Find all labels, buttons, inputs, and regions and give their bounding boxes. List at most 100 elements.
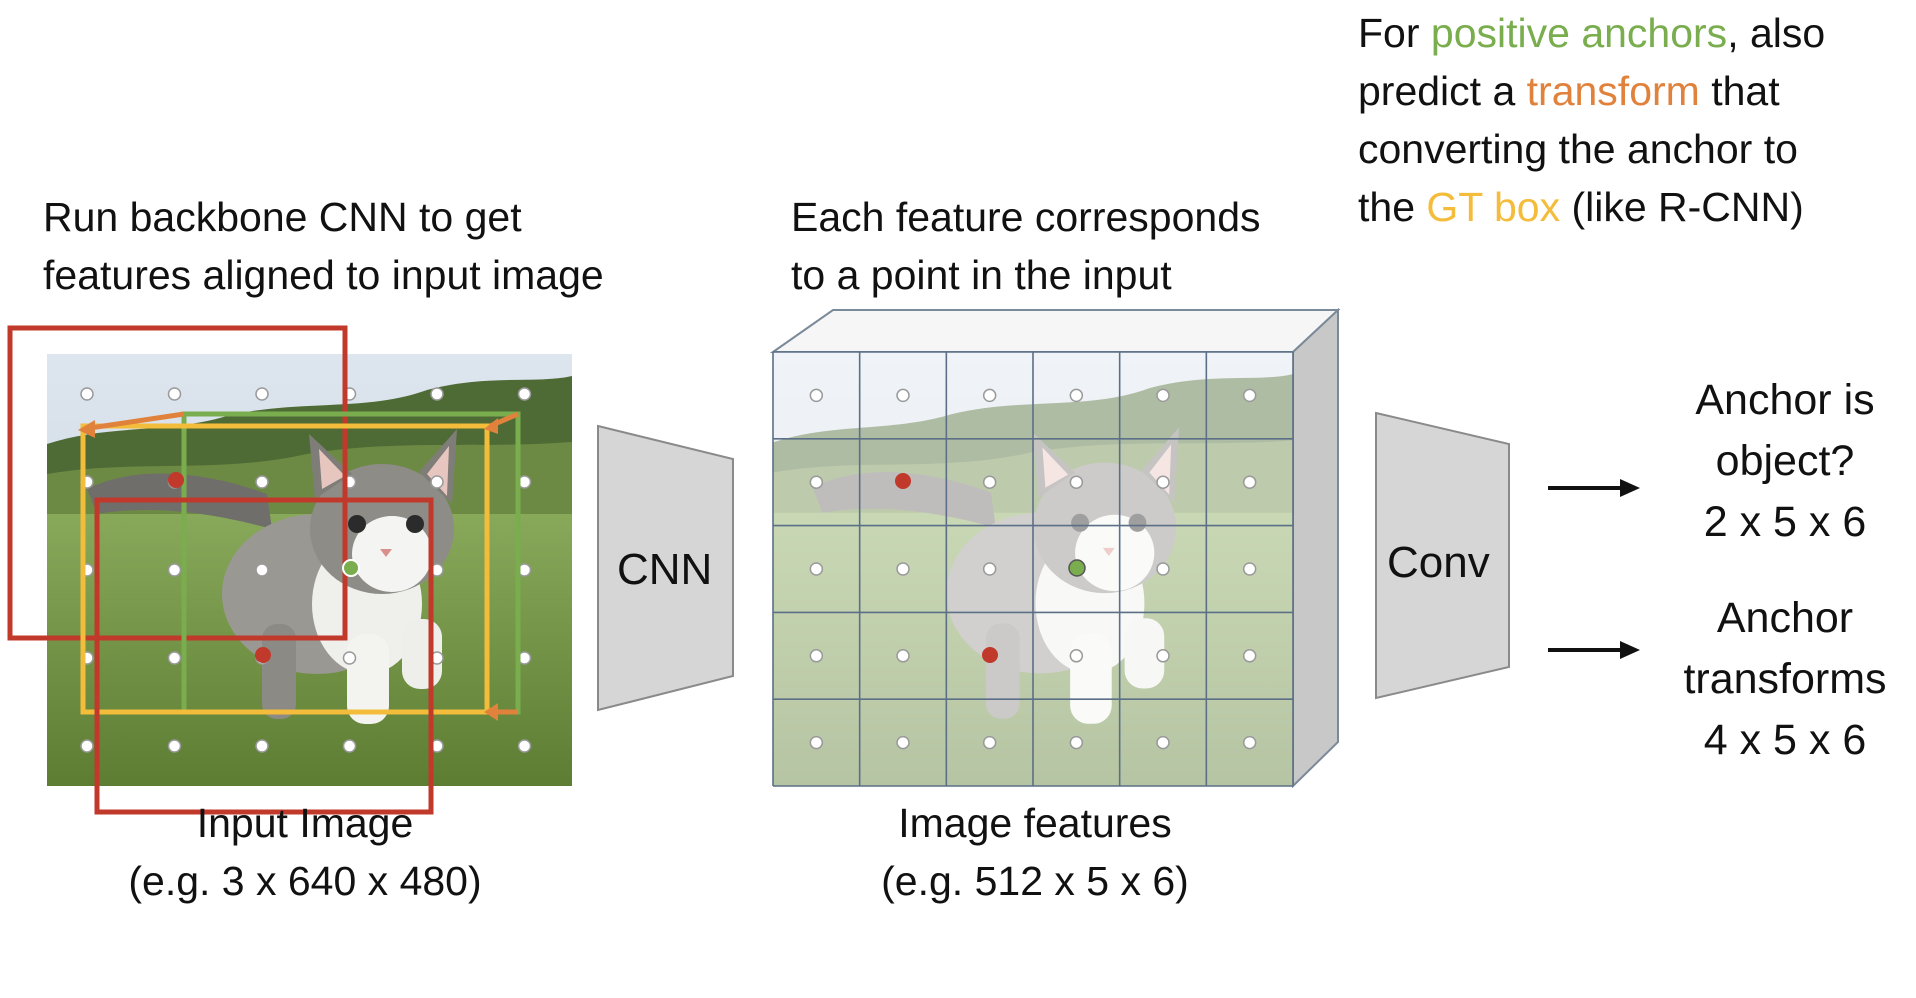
- objectness-line1: Anchor is: [1695, 376, 1875, 424]
- feature-anchor-point: [809, 475, 824, 489]
- positive-anchor-caption: For positive anchors, also predict a tra…: [1358, 4, 1825, 236]
- caption-text: , also: [1727, 10, 1826, 56]
- positive-caption-line2: predict a transform that: [1358, 62, 1825, 120]
- caption-text: (like R-CNN): [1560, 184, 1804, 230]
- anchor-box-red-bottom: [94, 497, 434, 815]
- feature-caption-line1: Each feature corresponds: [791, 194, 1261, 240]
- feature-anchor-point: [896, 735, 910, 750]
- transforms-output: Anchor transforms 4 x 5 x 6: [1640, 588, 1916, 771]
- feature-anchor-point: [809, 388, 824, 403]
- feature-map: [769, 307, 1341, 789]
- transform-arrow: [89, 411, 185, 431]
- input-anchor-point: [80, 739, 94, 753]
- gt-box-yellow: [80, 423, 490, 715]
- objectness-dims: 2 x 5 x 6: [1703, 498, 1867, 546]
- feature-anchor-point: [1242, 735, 1257, 750]
- gt-box-highlight: GT box: [1426, 184, 1561, 230]
- input-image: [47, 354, 572, 786]
- feature-caption-line2: to a point in the input: [791, 252, 1172, 298]
- negative-feature-point: [982, 647, 998, 663]
- input-anchor-point: [167, 651, 182, 665]
- arrow-right-icon: [1548, 641, 1640, 659]
- feature-anchor-point: [1156, 735, 1170, 750]
- backbone-caption-line1: Run backbone CNN to get: [43, 194, 522, 240]
- input-anchor-point: [342, 739, 357, 753]
- feature-anchor-point: [1156, 649, 1170, 663]
- feature-anchor-point: [982, 388, 997, 403]
- feature-anchor-point: [1069, 388, 1084, 403]
- positive-caption-line4: the GT box (like R-CNN): [1358, 178, 1825, 236]
- feature-anchor-point: [1242, 388, 1257, 403]
- input-image-label: Input Image: [196, 800, 414, 846]
- input-anchor-point: [430, 475, 444, 489]
- input-anchor-point: [80, 387, 94, 401]
- feature-anchor-point: [982, 562, 997, 576]
- positive-caption-line3: converting the anchor to: [1358, 126, 1798, 172]
- transform-highlight: transform: [1526, 68, 1700, 114]
- cnn-block: [597, 424, 734, 712]
- positive-anchors-highlight: positive anchors: [1430, 10, 1728, 56]
- input-anchor-point: [167, 739, 182, 753]
- transforms-line1: Anchor: [1716, 594, 1854, 642]
- feature-map-side-face: [1292, 307, 1339, 789]
- feature-anchor-point: [1156, 475, 1170, 489]
- input-image-caption: Input Image (e.g. 3 x 640 x 480): [100, 794, 510, 910]
- input-anchor-point: [255, 475, 269, 489]
- kitten-photo: [47, 354, 572, 786]
- feature-anchor-point: [1156, 388, 1170, 403]
- feature-anchor-point: [1156, 562, 1170, 576]
- caption-text: that: [1699, 68, 1780, 114]
- backbone-caption-line2: features aligned to input image: [43, 252, 604, 298]
- negative-anchor-point: [255, 647, 271, 663]
- input-anchor-point: [517, 739, 532, 753]
- feature-anchor-point: [896, 562, 910, 576]
- negative-feature-point: [895, 473, 911, 489]
- feature-anchor-point: [809, 735, 824, 750]
- transform-arrowhead: [78, 420, 95, 438]
- input-anchor-point: [255, 563, 269, 577]
- conv-label: Conv: [1387, 538, 1490, 587]
- positive-caption-line1: For positive anchors, also: [1358, 4, 1825, 62]
- objectness-output: Anchor is object? 2 x 5 x 6: [1640, 370, 1916, 553]
- positive-feature-point: [1068, 559, 1086, 577]
- feature-anchor-point: [1069, 649, 1084, 663]
- features-caption: Image features (e.g. 512 x 5 x 6): [835, 794, 1235, 910]
- backbone-caption: Run backbone CNN to get features aligned…: [43, 188, 604, 304]
- feature-anchor-point: [809, 649, 824, 663]
- objectness-line2: object?: [1715, 437, 1855, 485]
- feature-anchor-point: [982, 735, 997, 750]
- input-anchor-point: [255, 387, 269, 401]
- features-label: Image features: [898, 800, 1172, 846]
- input-anchor-point: [255, 739, 269, 753]
- conv-block: [1375, 411, 1510, 700]
- input-anchor-point: [517, 387, 532, 401]
- input-anchor-point: [167, 387, 182, 401]
- arrow-right-icon: [1548, 479, 1640, 497]
- positive-anchor-point: [342, 559, 360, 577]
- feature-anchor-point: [1069, 735, 1084, 750]
- feature-caption: Each feature corresponds to a point in t…: [791, 188, 1261, 304]
- feature-anchor-point: [896, 388, 910, 403]
- caption-text: predict a: [1358, 68, 1527, 114]
- feature-anchor-point: [1242, 475, 1257, 489]
- input-anchor-point: [430, 387, 444, 401]
- negative-anchor-point: [168, 472, 184, 488]
- feature-anchor-point: [896, 649, 910, 663]
- input-anchor-point: [167, 563, 182, 577]
- feature-anchor-point: [1242, 562, 1257, 576]
- transforms-dims: 4 x 5 x 6: [1703, 716, 1867, 764]
- caption-text: the: [1358, 184, 1427, 230]
- caption-text: For: [1358, 10, 1431, 56]
- transforms-line2: transforms: [1683, 655, 1887, 703]
- feature-anchor-point: [809, 562, 824, 576]
- input-anchor-point: [342, 651, 357, 665]
- feature-anchor-point: [1242, 649, 1257, 663]
- feature-anchor-point: [982, 475, 997, 489]
- anchor-boxes: [7, 325, 521, 815]
- transform-arrowhead: [484, 703, 498, 721]
- cnn-label: CNN: [617, 545, 713, 594]
- input-image-dims: (e.g. 3 x 640 x 480): [128, 858, 482, 904]
- feature-grid: [772, 351, 1294, 787]
- feature-anchor-point: [1069, 475, 1084, 489]
